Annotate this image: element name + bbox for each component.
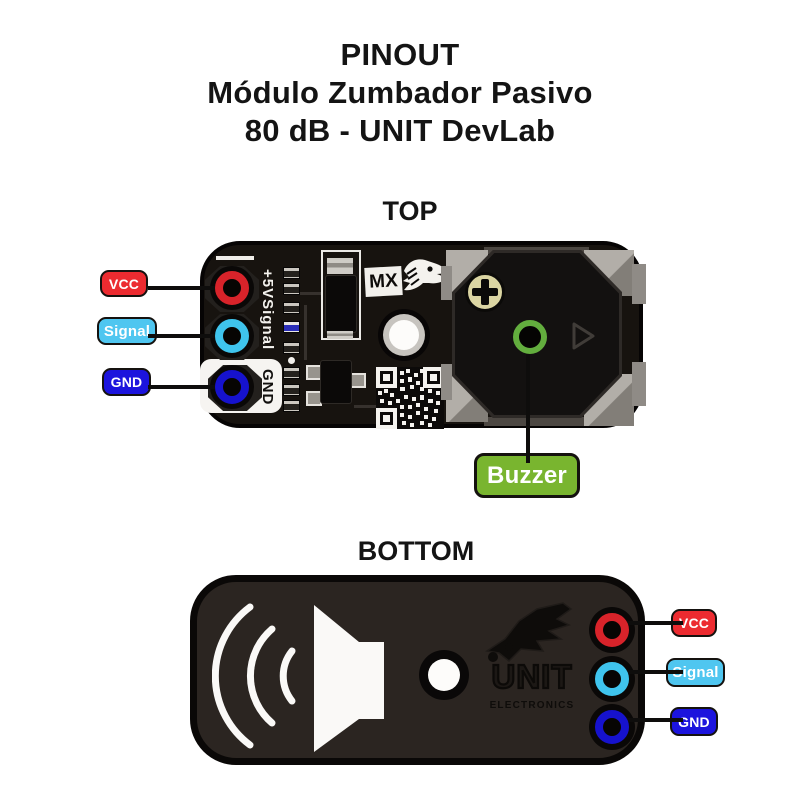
bottom-view-heading: BOTTOM	[357, 536, 475, 566]
silkscreen-mark	[216, 256, 254, 260]
gnd-pin-hole	[215, 370, 249, 404]
electronics-logo-text: ELECTRONICS	[489, 700, 575, 711]
vcc-pin-hole	[215, 271, 249, 305]
top-view-heading: TOP	[382, 196, 438, 226]
pcb-trace	[304, 305, 307, 360]
top-signal-label: Signal	[97, 317, 157, 345]
unit-logo-text: UNIT	[490, 657, 573, 696]
smd-diode	[283, 321, 300, 333]
bottom-gnd-label: GND	[670, 707, 718, 736]
top-board: +5VSignal GND MX	[148, 241, 646, 463]
buzzer-socket-tab	[441, 266, 452, 300]
smd-component	[283, 367, 300, 379]
vcc-pin-hole	[595, 613, 629, 647]
title-line-3: 80 dB - UNIT DevLab	[244, 113, 556, 148]
title-line-1: PINOUT	[340, 37, 460, 72]
vcc-wire	[148, 286, 234, 290]
signal-pin-hole	[595, 662, 629, 696]
buzzer-callout-label: Buzzer	[474, 453, 580, 498]
smd-component	[283, 384, 300, 396]
buzzer-socket-tab	[632, 362, 646, 406]
buzzer-sound-hole	[513, 320, 547, 354]
screw-icon	[465, 272, 505, 312]
buzzer-wire	[526, 343, 530, 463]
component-cap	[327, 331, 353, 339]
pcb-trace	[300, 292, 322, 295]
vcc-wire	[617, 621, 683, 625]
silk-dot	[288, 357, 295, 364]
page-title: PINOUT Módulo Zumbador Pasivo 80 dB - UN…	[0, 36, 800, 150]
component-body	[325, 275, 357, 333]
bottom-board: UNIT ELECTRONICS	[190, 575, 683, 765]
component-cap	[327, 258, 353, 274]
gnd-wire	[148, 385, 234, 389]
transistor-body	[320, 360, 352, 404]
signal-wire	[617, 670, 683, 674]
smd-component	[283, 267, 300, 279]
mx-logo-box: MX	[364, 266, 403, 297]
triangle-mark-icon	[572, 322, 595, 350]
smd-component	[283, 342, 300, 354]
mx-logo-text: MX	[368, 269, 399, 293]
signal-wire	[148, 334, 234, 338]
speaker-icon	[212, 603, 384, 752]
buzzer-socket-tab	[632, 264, 646, 304]
gnd-pin-hole	[595, 710, 629, 744]
signal-pin-hole	[215, 319, 249, 353]
smd-component	[283, 302, 300, 314]
axolotl-logo-icon	[485, 602, 573, 663]
top-vcc-label: VCC	[100, 270, 148, 297]
mounting-hole-center	[428, 659, 460, 691]
title-line-2: Módulo Zumbador Pasivo	[207, 75, 593, 110]
component-outline	[321, 250, 361, 340]
transistor-leg	[350, 373, 366, 388]
smd-component	[283, 283, 300, 295]
gnd-silk-text: GND	[259, 369, 276, 406]
gnd-wire	[617, 718, 683, 722]
rail-silk-text: +5VSignal	[259, 269, 276, 351]
top-gnd-label: GND	[102, 368, 151, 396]
smd-component	[283, 400, 300, 412]
buzzer-socket-bar	[484, 417, 589, 426]
qr-code	[376, 367, 444, 429]
mounting-hole-center	[389, 320, 419, 350]
buzzer-socket-tab	[441, 364, 452, 400]
